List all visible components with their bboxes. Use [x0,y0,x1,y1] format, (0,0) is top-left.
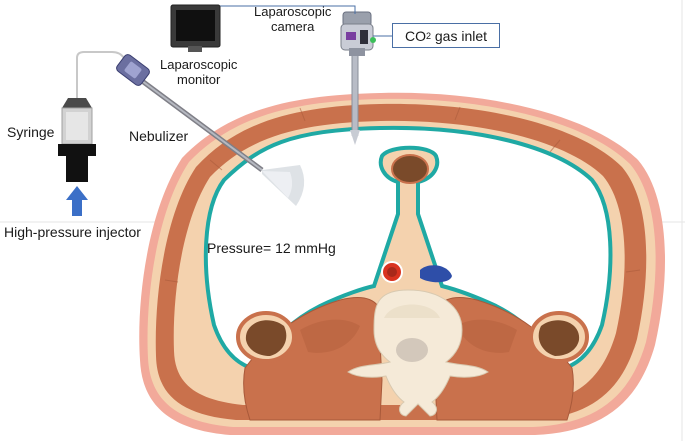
nebulizer-device [116,54,264,173]
syringe-device [58,98,96,182]
laparoscopic-camera-label: Laparoscopic camera [254,4,331,34]
co2-prefix: CO [404,27,426,44]
camera-monitor-cable [220,5,356,14]
muscle-striations [164,106,641,283]
co2-subscript: 2 [425,30,431,41]
psoas-muscle-left [300,319,360,353]
co2-suffix: gas inlet [430,27,488,44]
syringe-label: Syringe [7,124,55,140]
camera-trocar [351,54,359,136]
high-pressure-injector-label: High-pressure injector [4,224,141,240]
laparoscopic-monitor-label: Laparoscopic monitor [160,57,237,87]
camera-trocar-tip [350,130,360,145]
injector-arrow [66,186,88,216]
syringe-tubing [76,51,129,98]
spinal-canal [396,338,428,362]
aorta-lumen [387,267,397,277]
camera-label-line1: Laparoscopic [254,4,332,19]
laparoscopic-monitor-device [170,4,221,52]
kidney-right [538,320,580,356]
camera-label-line2: camera [270,19,315,34]
nebulizer-label: Nebulizer [129,128,189,144]
monitor-label-line2: monitor [176,72,221,87]
peritoneal-cavity [203,125,613,371]
psoas-muscle-right [457,319,517,353]
pressure-label: Pressure= 12 mmHg [207,240,336,256]
upper-organ [391,154,429,184]
vertebral-body-shadow [384,304,440,318]
kidney-left [245,320,287,356]
vena-cava [420,265,452,283]
laparoscopic-camera-device [340,11,376,56]
monitor-label-line1: Laparoscopic [160,57,238,72]
aerosol-spray-inner [262,171,293,198]
